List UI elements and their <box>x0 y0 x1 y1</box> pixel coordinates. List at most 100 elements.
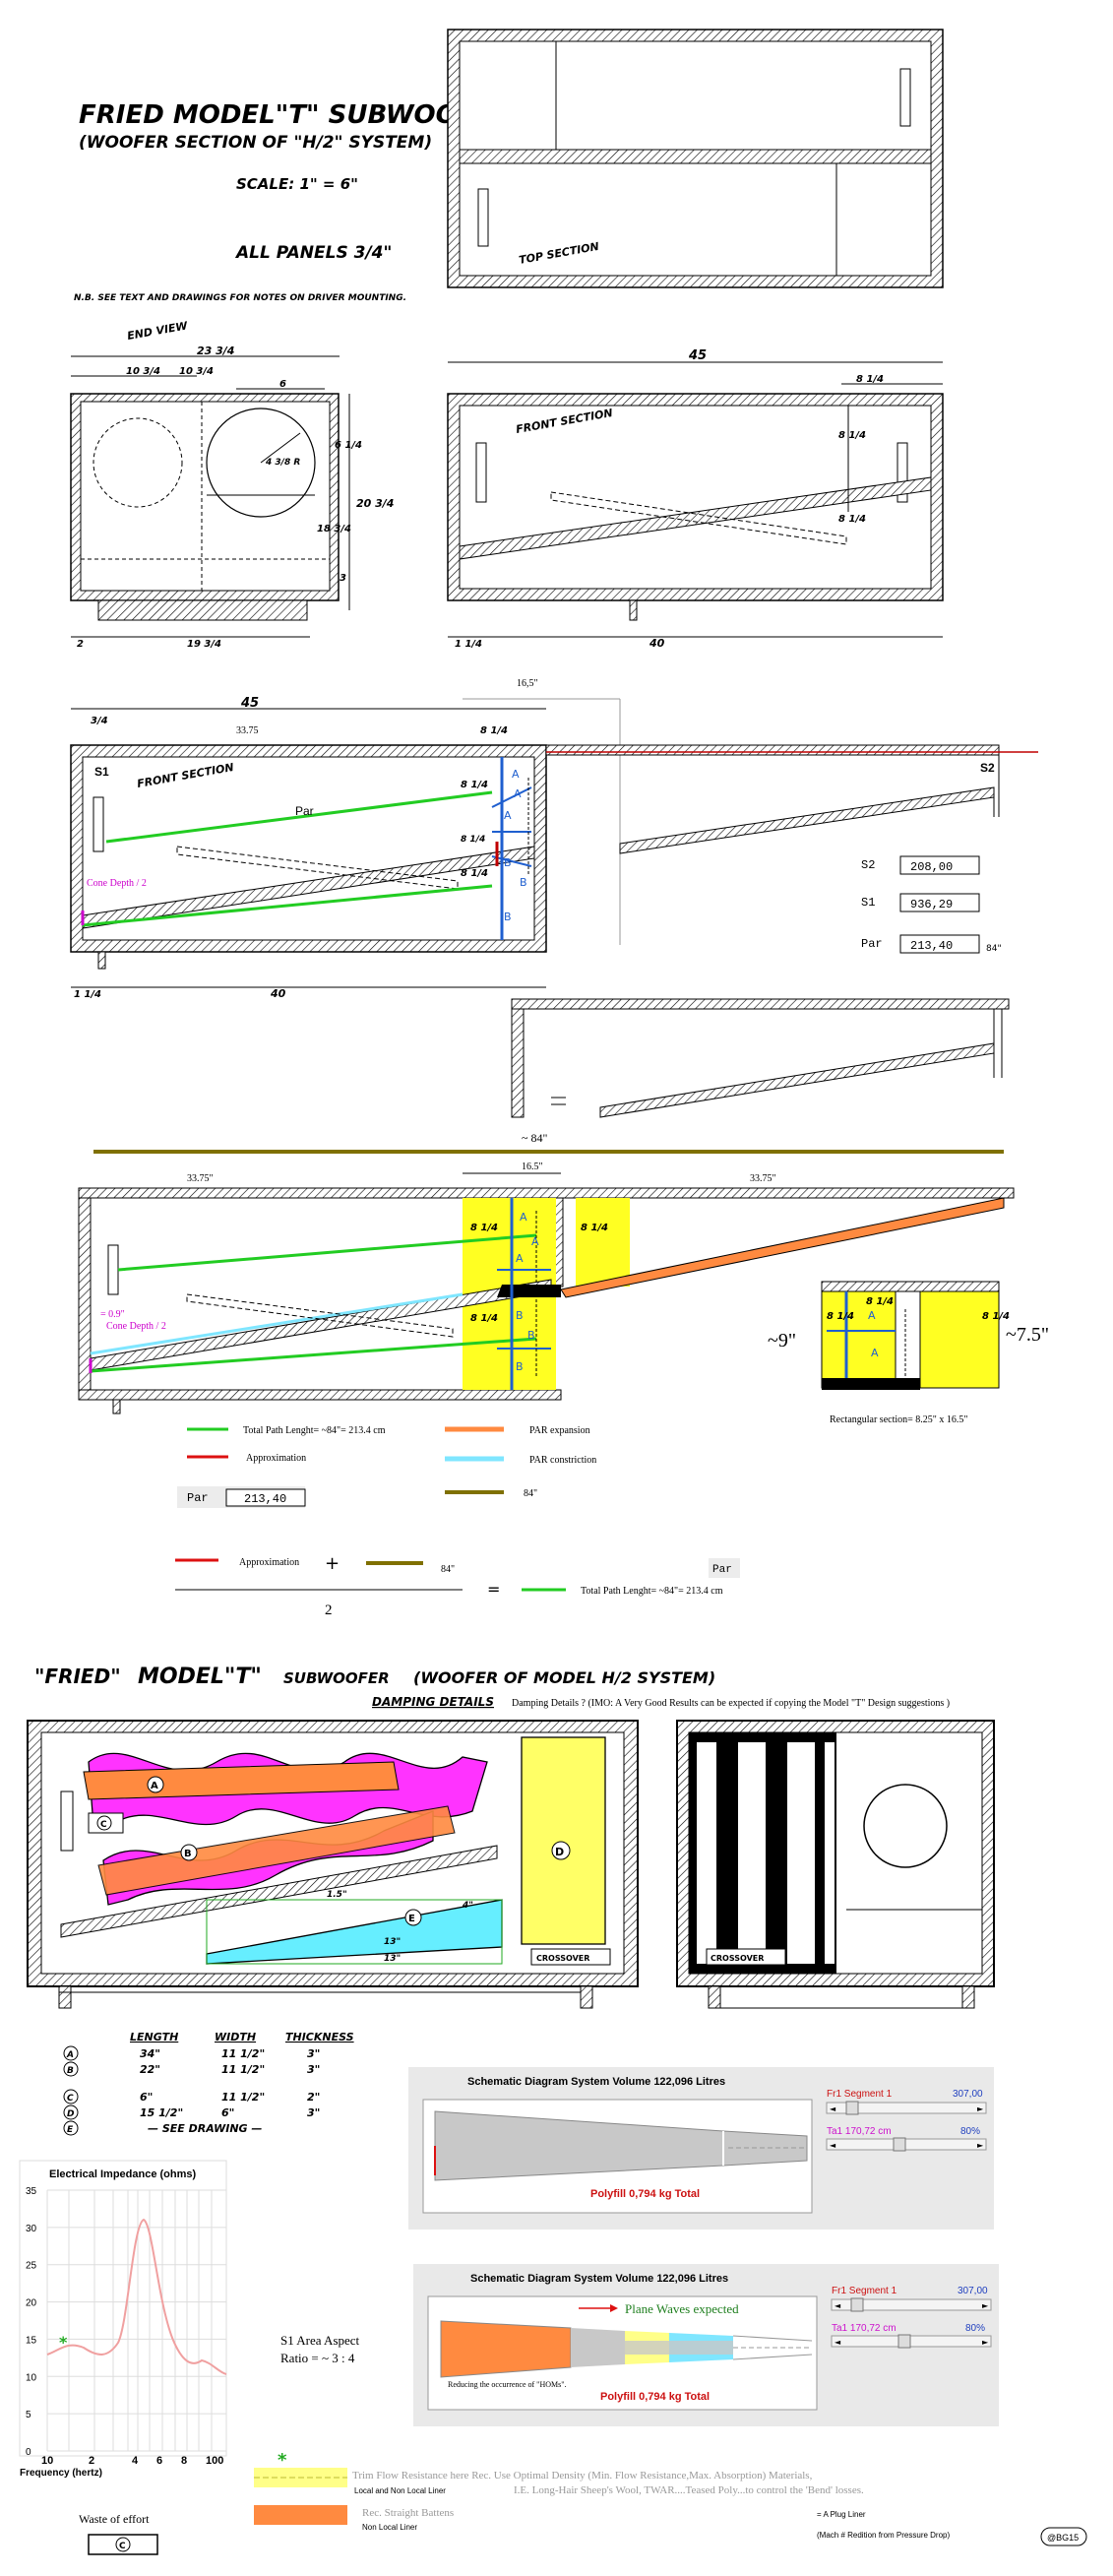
inset-dim: 8 1/4 <box>982 1311 1010 1322</box>
damping-note: Damping Details ? (IMO: A Very Good Resu… <box>512 1698 950 1709</box>
end-view-dim: 4 3/8 R <box>265 458 300 468</box>
inset-dim: 8 1/4 <box>866 1296 894 1307</box>
section-3-drawing: ~ 84" 33.75" 16.5" 33.75" = 0.9" Cone De… <box>78 1131 1049 1425</box>
damping-title3: SUBWOOFER <box>283 1669 390 1687</box>
table-header: LENGTH <box>130 2031 178 2043</box>
end-view-dim: 19 3/4 <box>187 639 221 650</box>
s3-letter: B <box>516 1360 524 1373</box>
legend-84: 84" <box>524 1488 537 1499</box>
front2-dim: 8 1/4 <box>480 725 508 736</box>
svg-text:◄: ◄ <box>835 2301 841 2310</box>
front1-dim: 8 1/4 <box>838 430 866 441</box>
schem2-fr-thumb[interactable] <box>850 2297 864 2312</box>
formula-total: Total Path Lenght= ~84"= 213.4 cm <box>581 1586 723 1597</box>
s3-dim: 8 1/4 <box>470 1313 498 1324</box>
y-tick-label: 5 <box>26 2410 31 2420</box>
front2-dim: 3/4 <box>91 716 108 726</box>
schem2-fill: Polyfill 0,794 kg Total <box>600 2391 710 2403</box>
s3-dim: 16.5" <box>522 1162 543 1172</box>
readout-box <box>899 893 980 912</box>
table-row-id: B <box>67 2066 74 2076</box>
end-view-drawing: END VIEW 23 3/4 10 3/4 10 3/4 6 4 3/8 R … <box>70 319 394 650</box>
y-tick-label: 35 <box>26 2186 37 2197</box>
s3-dim: 8 1/4 <box>470 1223 498 1233</box>
schem1-title: Schematic Diagram System Volume 122,096 … <box>467 2076 725 2088</box>
x-tick-label: 100 <box>206 2455 223 2467</box>
inset-right: ~7.5" <box>1006 1324 1049 1346</box>
front-section-2-drawing: 45 3/4 33.75 16,5" 8 1/4 FRONT SECTION S… <box>70 678 1038 1118</box>
svg-text:►: ► <box>982 2338 989 2347</box>
mach-note: (Mach # Redition from Pressure Drop) <box>817 2531 950 2540</box>
damping-dim: 1.5" <box>327 1890 347 1900</box>
schem2-fr-slider[interactable] <box>831 2298 992 2311</box>
schem2-ta-thumb[interactable] <box>897 2334 911 2349</box>
end-view-dim: 2 <box>77 639 84 650</box>
table-row-id: C <box>67 2094 74 2104</box>
front2-dim: 8 1/4 <box>461 835 485 845</box>
table-header: THICKNESS <box>285 2031 354 2043</box>
title-line2: (WOOFER SECTION OF "H/2" SYSTEM) <box>79 133 432 153</box>
readout-value: 213,40 <box>910 939 953 953</box>
s3-dim: 33.75" <box>750 1173 776 1184</box>
table-cell-thickness: 2" <box>307 2091 320 2104</box>
svg-text:►: ► <box>982 2301 989 2310</box>
table-cell-width: 6" <box>221 2106 234 2119</box>
table-row-id: E <box>67 2125 74 2135</box>
impedance-xlabel: Frequency (hertz) <box>20 2468 102 2479</box>
front1-dim: 45 <box>688 348 707 363</box>
schem1-ta-slider[interactable] <box>826 2138 987 2151</box>
title-line1: FRIED MODEL"T" SUBWOOFER <box>79 100 512 130</box>
damping-title2: MODEL"T" <box>138 1665 262 1689</box>
table-cell-width: 11 1/2" <box>221 2047 265 2060</box>
readout-value: 936,29 <box>910 898 953 911</box>
plug-liner: = A Plug Liner <box>817 2510 866 2519</box>
y-tick-label: 0 <box>26 2447 31 2458</box>
damping-dim: 13" <box>384 1954 401 1964</box>
table-cell-length: 34" <box>140 2047 160 2060</box>
s3-dim: 33.75" <box>187 1173 214 1184</box>
impedance-chart: Electrical Impedance (ohms) 353025201510… <box>19 2160 227 2479</box>
credit: @BG15 <box>1047 2533 1079 2543</box>
y-tick-label: 15 <box>26 2335 37 2346</box>
schem1-fr-label: Fr1 Segment 1 <box>827 2089 893 2100</box>
y-tick-label: 10 <box>26 2372 37 2383</box>
trim-note: Trim Flow Resistance here Rec. Use Optim… <box>352 2470 813 2482</box>
schem1-fr-slider[interactable] <box>826 2102 987 2114</box>
inset-caption: Rectangular section= 8.25" x 16.5" <box>830 1414 967 1425</box>
legend: Total Path Lenght= ~84"= 213.4 cm Approx… <box>175 1425 740 1618</box>
rec-battens: Rec. Straight Battens <box>362 2507 454 2519</box>
front2-letter: B <box>504 911 512 923</box>
legend-par-con: PAR constriction <box>529 1455 596 1466</box>
table-cell-thickness: 3" <box>307 2106 320 2119</box>
front2-letter: A <box>512 768 520 781</box>
table-row-marker <box>63 2045 79 2061</box>
front2-dim: 33.75 <box>236 725 259 736</box>
schem1-fr-thumb[interactable] <box>845 2101 859 2115</box>
front2-letter: A <box>514 787 522 800</box>
damping-dim: 4" <box>462 1901 473 1911</box>
formula-plus: + <box>325 1553 340 1574</box>
s3-top-label: ~ 84" <box>522 1131 547 1145</box>
front2-dim: 45 <box>240 696 259 711</box>
damping-subtitle: DAMPING DETAILS <box>372 1695 494 1709</box>
svg-text:◄: ◄ <box>835 2338 841 2347</box>
end-view-dim: 6 <box>279 379 286 390</box>
crossover-label-right: CROSSOVER <box>711 1954 764 1963</box>
s3-letter: A <box>516 1252 524 1265</box>
schem2-reduce: Reducing the occurrence of "HOMs". <box>448 2380 567 2389</box>
schem1-ta-thumb[interactable] <box>893 2137 906 2152</box>
front1-dim: 1 1/4 <box>455 639 482 650</box>
schematic-1: Schematic Diagram System Volume 122,096 … <box>408 2067 994 2230</box>
schem2-ta-slider[interactable] <box>831 2335 992 2348</box>
schem1-fill: Polyfill 0,794 kg Total <box>590 2188 700 2200</box>
crossover-label: CROSSOVER <box>536 1954 589 1963</box>
end-view-dim: 10 3/4 <box>126 366 160 377</box>
waste-label: Waste of effort <box>79 2512 150 2526</box>
readout-value: 208,00 <box>910 860 953 874</box>
svg-text:►: ► <box>977 2105 984 2113</box>
x-tick-label: 8 <box>181 2455 187 2467</box>
front1-dim: 40 <box>649 637 665 650</box>
schem2-fr-label: Fr1 Segment 1 <box>832 2286 897 2296</box>
front2-letter: A <box>504 809 512 822</box>
